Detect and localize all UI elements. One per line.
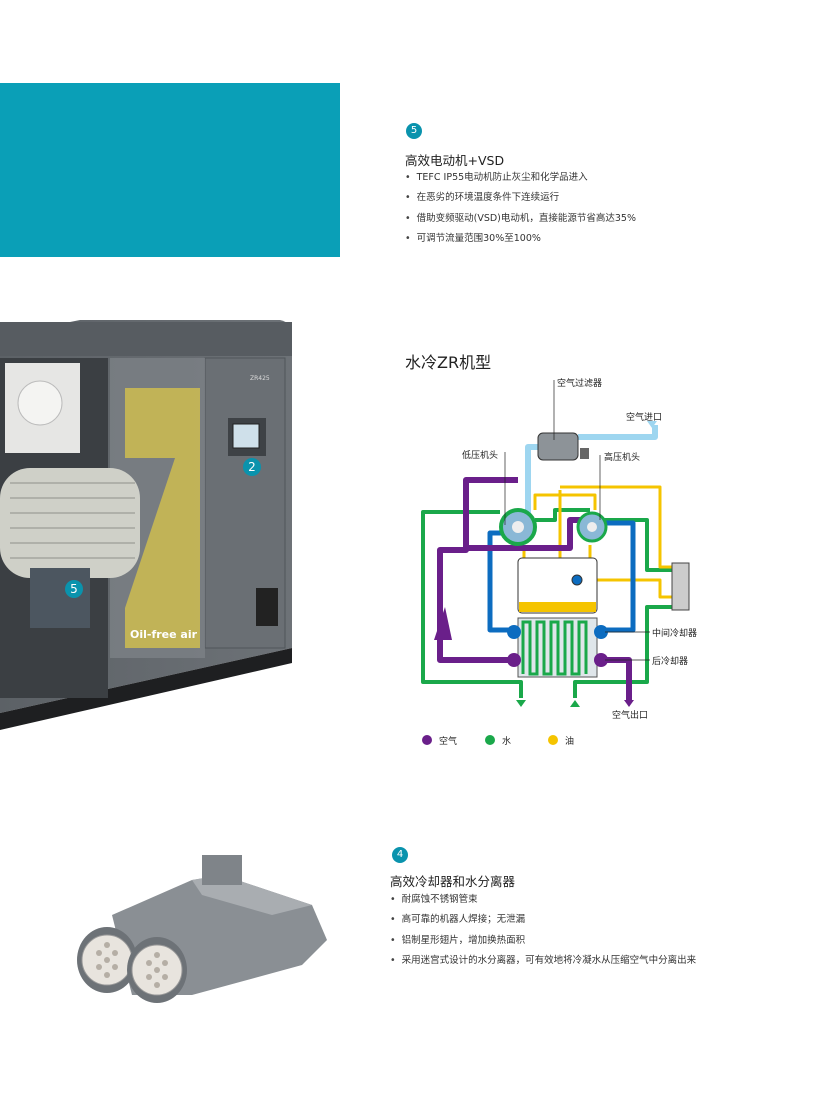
legend-water-label: 水 (502, 737, 512, 747)
section-badge-5: 5 (406, 123, 422, 139)
legend-oil-swatch (548, 735, 558, 745)
cooler-image (77, 855, 327, 1003)
water-separator (434, 607, 452, 640)
oil-tank (517, 557, 598, 614)
oil-free-logo: Oil-free air (130, 628, 198, 641)
label-aftercooler: 后冷却器 (652, 657, 689, 667)
compressor-illustration: ZR425 Oil-free air (0, 320, 292, 730)
teal-color-block (0, 83, 340, 257)
compressor-image: ZR425 Oil-free air 2 5 (0, 318, 295, 730)
list-item: 高可靠的机器人焊接；无泄漏 (390, 913, 696, 933)
feature-badge-5: 5 (65, 580, 83, 598)
intake-line (525, 425, 658, 520)
motor-section-title: 高效电动机+VSD (405, 153, 505, 168)
legend-oil-label: 油 (565, 737, 575, 747)
inlet-arrow (647, 421, 657, 428)
label-intercooler: 中间冷却器 (652, 629, 698, 639)
list-item: 采用迷宫式设计的水分离器，可有效地将冷凝水从压缩空气中分离出来 (390, 954, 697, 974)
oil-pump (571, 574, 583, 586)
water-cooled-flow-diagram (421, 380, 690, 707)
water-line (603, 518, 672, 572)
water-line (573, 605, 672, 698)
label-low-pressure-element: 低压机头 (462, 451, 499, 461)
model-label: ZR425 (250, 375, 270, 382)
water-inlet-arrow (570, 700, 580, 707)
air-filter (537, 432, 579, 461)
air-outlet-arrow (624, 700, 634, 707)
section-badge-4: 4 (392, 847, 408, 863)
label-high-pressure-element: 高压机头 (604, 453, 641, 463)
diagram-title: 水冷ZR机型 (405, 353, 492, 372)
air-line (437, 477, 518, 663)
legend-water-swatch (485, 735, 495, 745)
cooler-feature-list: 耐腐蚀不锈钢管束 高可靠的机器人焊接；无泄漏 铝制星形翅片，增加换热面积 采用迷… (390, 893, 697, 974)
list-item: 铝制星形翅片，增加换热面积 (390, 934, 696, 954)
oil-line (560, 485, 672, 569)
oil-cooler (671, 562, 690, 611)
list-item: 借助变频驱动(VSD)电动机，直接能源节省高达35% (405, 212, 636, 232)
label-air-filter: 空气过滤器 (557, 379, 603, 389)
water-outlet-arrow (516, 700, 526, 707)
label-air-outlet: 空气出口 (612, 711, 649, 721)
cooling-line (487, 530, 515, 633)
list-item: 在恶劣的环境温度条件下连续运行 (405, 191, 636, 211)
legend-air-swatch (422, 735, 432, 745)
motor-feature-list: TEFC IP55电动机防止灰尘和化学品进入 在恶劣的环境温度条件下连续运行 借… (405, 171, 636, 252)
label-air-inlet: 空气进口 (626, 413, 663, 423)
list-item: 可调节流量范围30%至100% (405, 232, 636, 252)
water-line (421, 510, 523, 698)
cooler-section-title: 高效冷却器和水分离器 (390, 874, 516, 889)
list-item: TEFC IP55电动机防止灰尘和化学品进入 (405, 171, 636, 191)
list-item: 耐腐蚀不锈钢管束 (390, 893, 696, 913)
feature-badge-2: 2 (243, 458, 261, 476)
cooling-line (600, 520, 636, 633)
legend-air-label: 空气 (439, 737, 458, 747)
oil-line (577, 578, 672, 599)
oil-line (533, 493, 597, 510)
water-line (535, 508, 590, 522)
